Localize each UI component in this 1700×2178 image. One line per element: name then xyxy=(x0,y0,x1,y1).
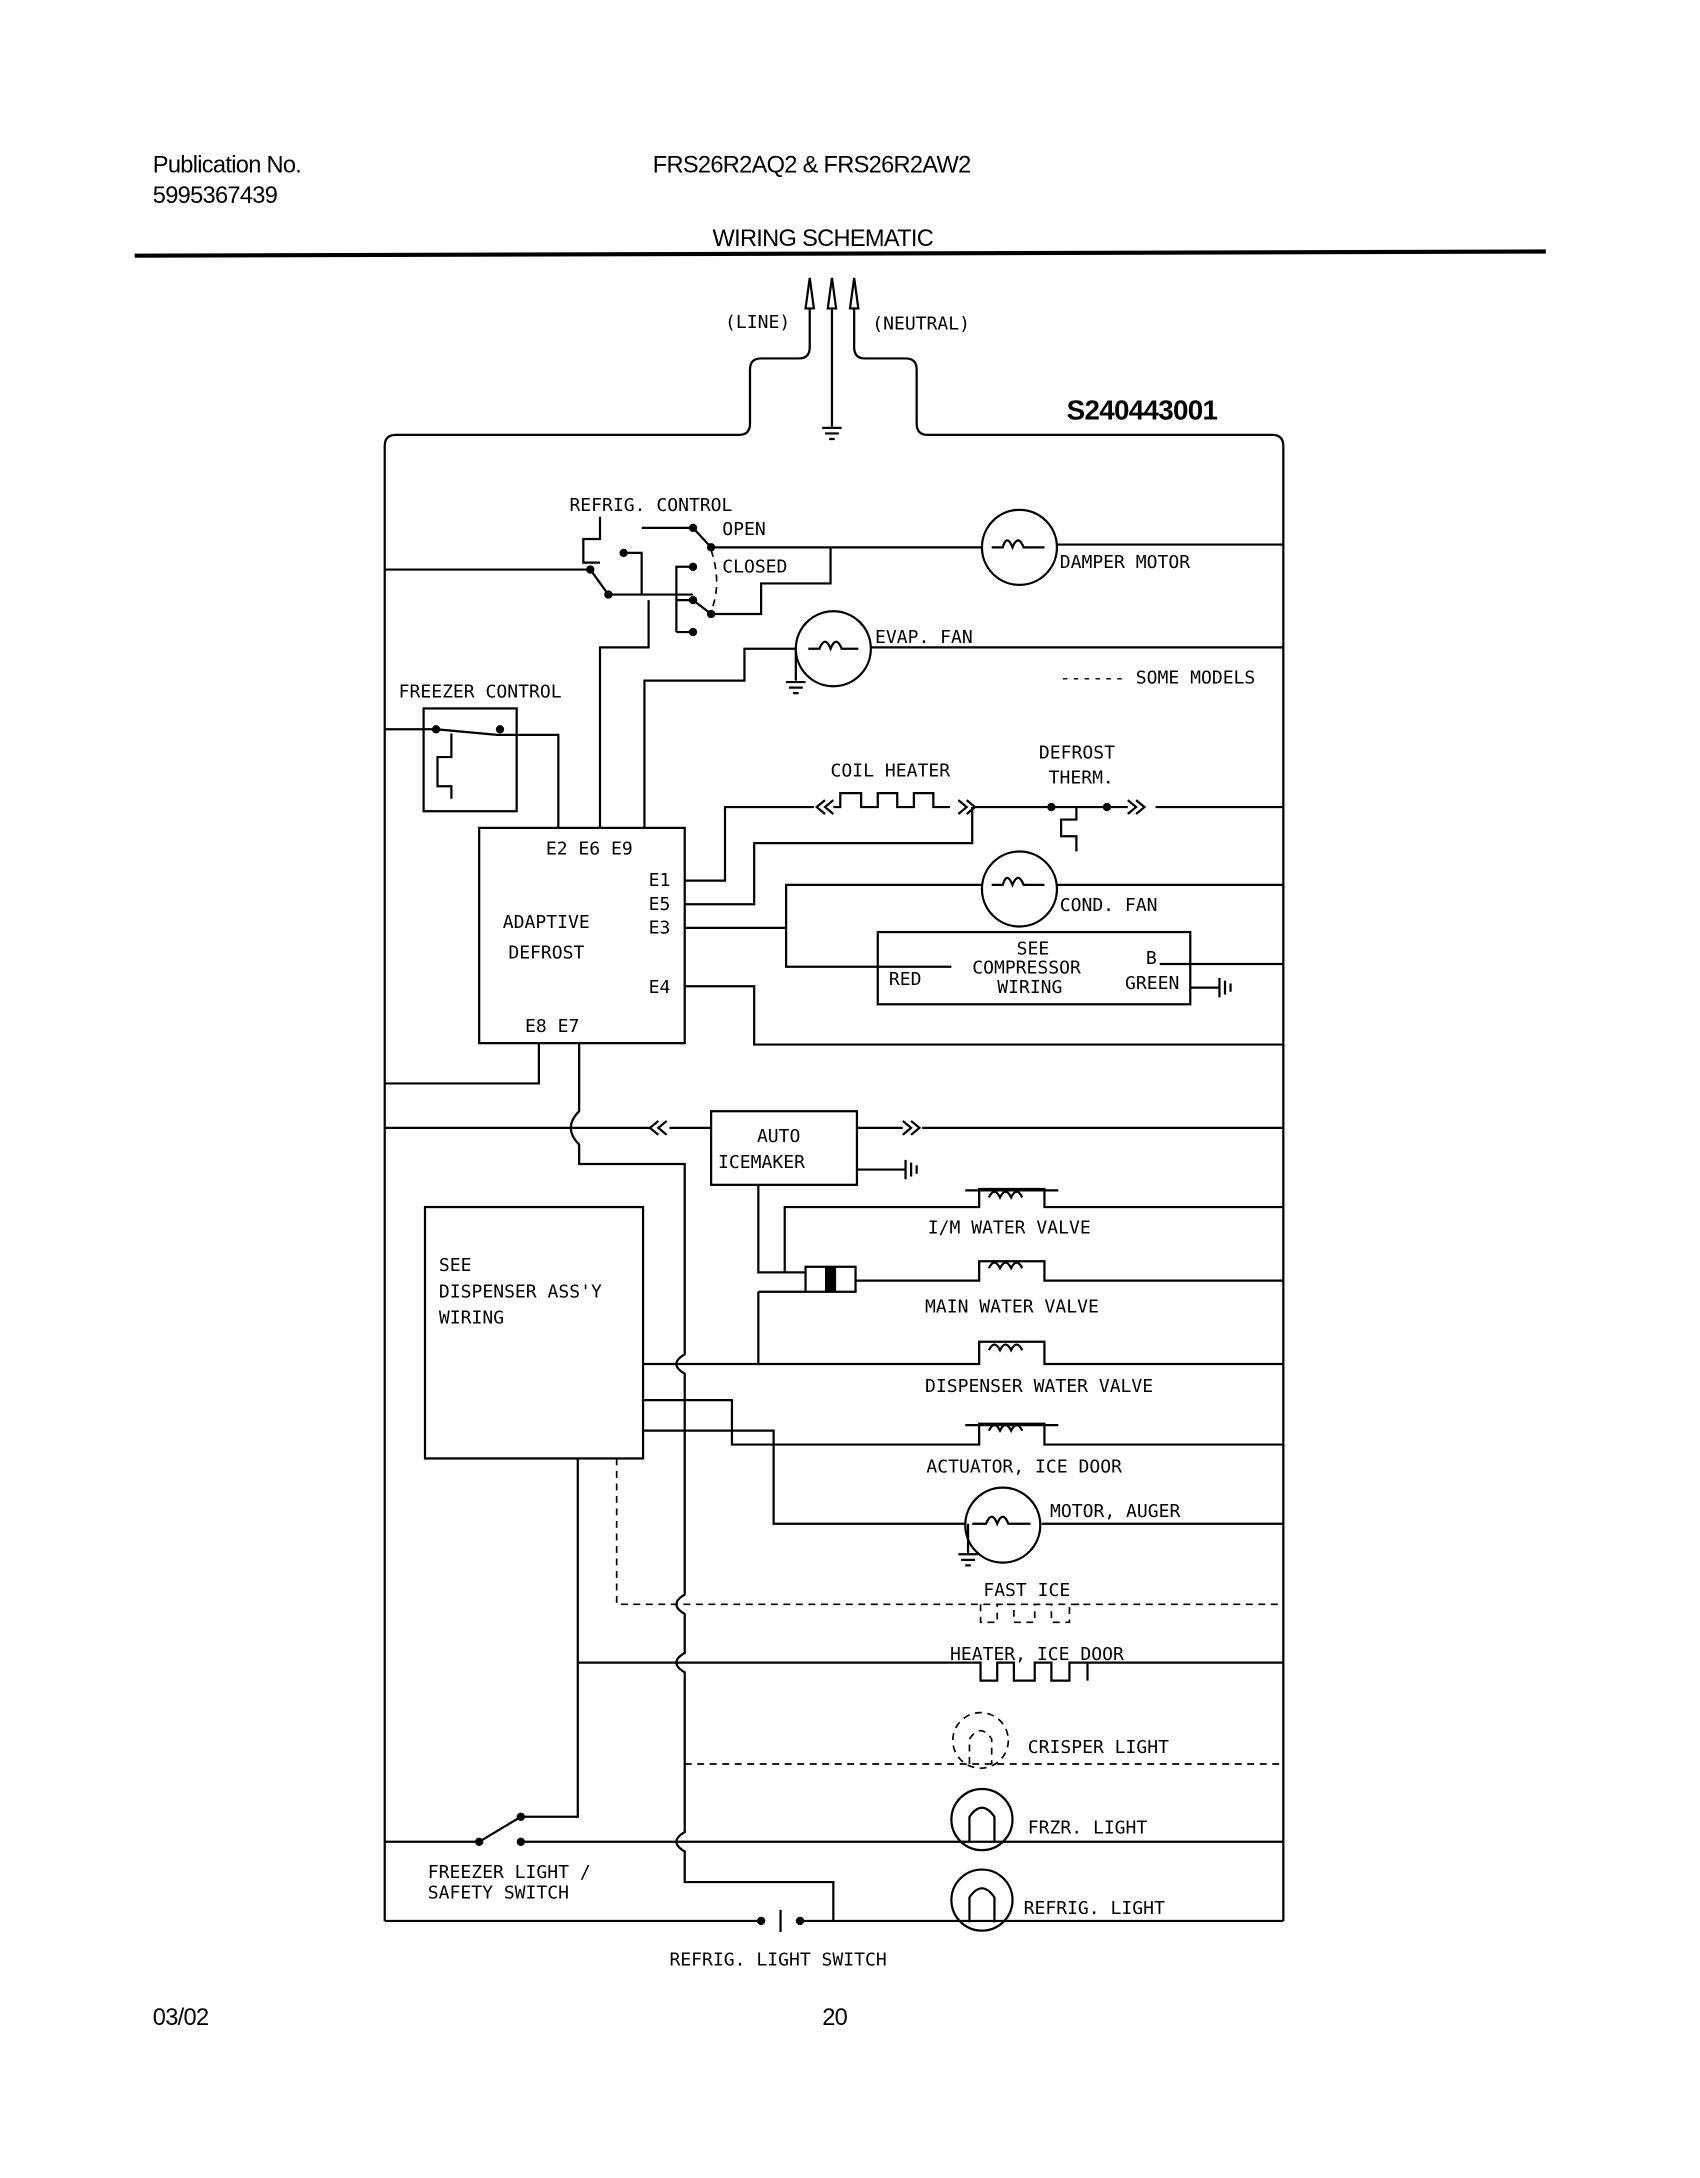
fast-ice-wire xyxy=(615,1458,1284,1606)
closed-label: CLOSED xyxy=(722,556,787,577)
compressor-wiring: WIRING xyxy=(997,977,1062,998)
ground-icon xyxy=(958,1523,978,1567)
motor-icon xyxy=(964,1486,1042,1564)
im-water-valve-label: I/M WATER VALVE xyxy=(928,1217,1091,1238)
page-number: 20 xyxy=(822,2005,847,2031)
crisper-filament-icon xyxy=(968,1729,993,1764)
cond-fan xyxy=(684,850,1284,968)
refrig-light-label: REFRIG. LIGHT xyxy=(1024,1898,1165,1919)
compressor-green: GREEN xyxy=(1125,973,1179,994)
damper-motor xyxy=(711,508,1284,586)
fast-ice-label: FAST ICE xyxy=(983,1580,1070,1601)
refrig-filament-icon xyxy=(968,1887,996,1923)
main-water-valve-label: MAIN WATER VALVE xyxy=(925,1297,1099,1318)
frzr-filament-icon xyxy=(968,1806,996,1842)
refrig-control-switch xyxy=(384,516,832,637)
wire-e8 xyxy=(384,1043,540,1085)
defrost-therm-label-2: THERM. xyxy=(1049,767,1114,788)
coil-heater xyxy=(684,792,1284,906)
defrost-therm-label: DEFROST xyxy=(1039,742,1115,763)
icemaker-label-2: ICEMAKER xyxy=(718,1152,805,1173)
model-numbers: FRS26R2AQ2 & FRS26R2AW2 xyxy=(653,152,971,178)
refrig-light-switch-label: REFRIG. LIGHT SWITCH xyxy=(669,1949,886,1970)
adaptive-defrost-label-2: DEFROST xyxy=(508,942,584,963)
publication-number: 5995367439 xyxy=(153,183,278,209)
header-rule xyxy=(134,249,1546,258)
damper-motor-label: DAMPER MOTOR xyxy=(1060,552,1191,573)
neutral-label: (NEUTRAL) xyxy=(872,313,970,334)
compressor-label: COMPRESSOR xyxy=(972,958,1081,979)
ground-icon xyxy=(822,426,842,441)
solenoid-coil-icon xyxy=(987,1190,1024,1434)
thermostat-icon xyxy=(1060,807,1078,852)
terminals-e2-e6-e9: E2 E6 E9 xyxy=(546,838,633,859)
drawing-number: S240443001 xyxy=(1067,395,1218,426)
wire-e7-bus xyxy=(569,1043,835,1921)
auto-icemaker xyxy=(384,1110,1284,1186)
motor-icon xyxy=(980,508,1059,586)
line-label: (LINE) xyxy=(725,312,790,333)
dispenser-see: SEE xyxy=(439,1255,472,1276)
water-valves xyxy=(643,1184,1284,1446)
refrig-light-bulb-icon xyxy=(950,1868,1014,1932)
adaptive-defrost-label: ADAPTIVE xyxy=(503,912,590,933)
frzr-light-bulb-icon xyxy=(950,1787,1014,1852)
dispenser-label: DISPENSER ASS'Y xyxy=(439,1281,602,1302)
terminal-e4: E4 xyxy=(649,977,671,998)
compressor-wiring-box xyxy=(876,930,1192,1006)
terminals-e8-e7: E8 E7 xyxy=(525,1016,579,1037)
freezer-control xyxy=(384,707,560,828)
freezer-control-label: FREEZER CONTROL xyxy=(399,681,562,702)
compressor-red: RED xyxy=(889,969,922,990)
publication-label: Publication No. xyxy=(153,152,301,178)
frzr-light-label: FRZR. LIGHT xyxy=(1028,1817,1148,1838)
freezer-light-switch-label-2: SAFETY SWITCH xyxy=(428,1883,569,1904)
icemaker-label: AUTO xyxy=(757,1126,800,1147)
freezer-light-switch xyxy=(478,1815,522,1843)
page-title: WIRING SCHEMATIC xyxy=(713,226,934,252)
ground-icon xyxy=(1159,962,1284,998)
ground-icon xyxy=(786,648,806,695)
crisper-light-bulb-icon xyxy=(951,1711,1010,1769)
power-input xyxy=(383,277,1285,1921)
dispenser-wiring: WIRING xyxy=(439,1308,504,1329)
ground-icon xyxy=(856,1159,918,1180)
terminal-e3: E3 xyxy=(649,917,671,938)
fan-motor-icon xyxy=(794,610,872,688)
terminal-e5: E5 xyxy=(649,894,671,915)
heater-ice-door xyxy=(520,1458,1284,1818)
footer-date: 03/02 xyxy=(153,2005,209,2031)
evap-fan-label: EVAP. FAN xyxy=(875,627,973,648)
fast-ice-heater xyxy=(979,1603,1088,1624)
cond-fan-label: COND. FAN xyxy=(1060,895,1158,916)
wire-e4 xyxy=(684,985,1284,1046)
motor-auger-label: MOTOR, AUGER xyxy=(1050,1501,1181,1522)
refrig-control-label: REFRIG. CONTROL xyxy=(569,495,732,516)
refrig-light-switch xyxy=(384,1909,1284,1933)
crisper-light-label: CRISPER LIGHT xyxy=(1028,1737,1169,1758)
heater-ice-door-label: HEATER, ICE DOOR xyxy=(950,1644,1124,1665)
compressor-b: B xyxy=(1146,948,1157,969)
fan-motor-icon xyxy=(980,850,1059,928)
open-label: OPEN xyxy=(722,519,765,540)
auger-motor xyxy=(643,1429,1284,1567)
compressor-see: SEE xyxy=(1017,938,1050,959)
dispenser-water-valve-label: DISPENSER WATER VALVE xyxy=(925,1376,1153,1397)
actuator-ice-door-label: ACTUATOR, ICE DOOR xyxy=(926,1456,1122,1477)
coil-heater-label: COIL HEATER xyxy=(831,761,951,782)
evap-fan xyxy=(643,610,1284,828)
some-models-legend: ------ SOME MODELS xyxy=(1060,667,1256,688)
terminal-e1: E1 xyxy=(649,870,671,891)
dispenser-assy-box xyxy=(423,1205,645,1460)
wire-e6 xyxy=(598,600,650,828)
adaptive-defrost-board xyxy=(478,826,686,1045)
freezer-light-switch-label: FREEZER LIGHT / xyxy=(428,1862,591,1883)
